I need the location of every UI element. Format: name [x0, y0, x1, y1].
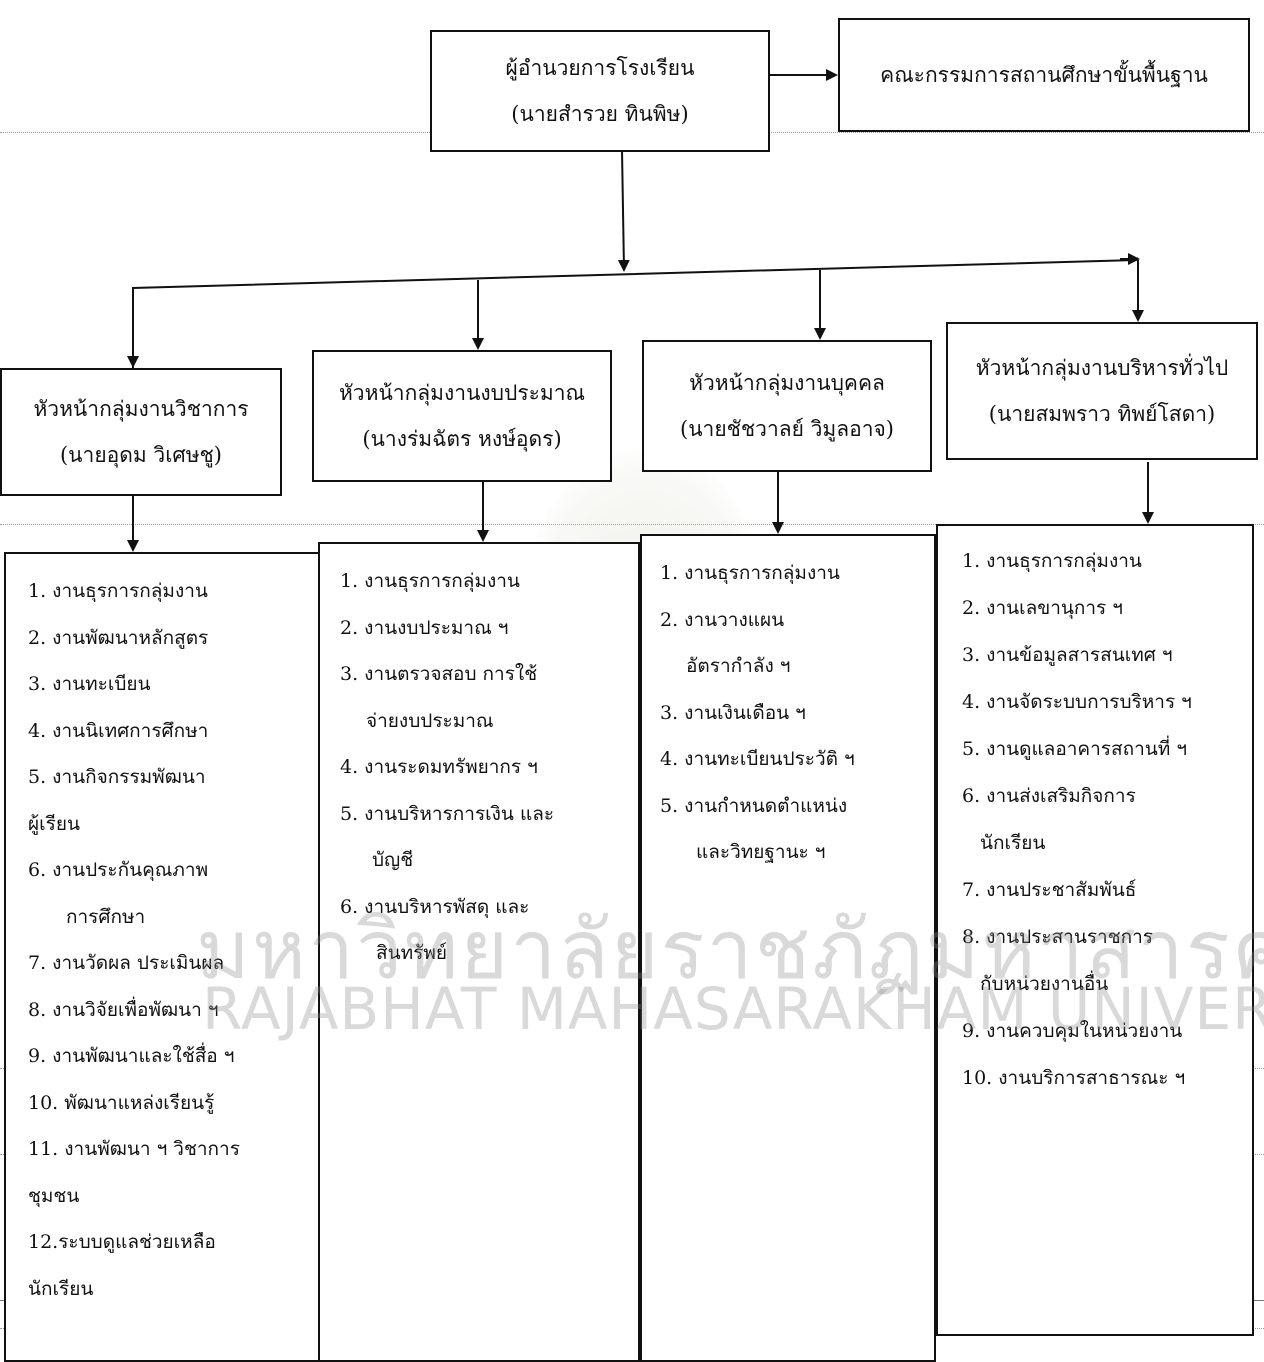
group-head-title: หัวหน้ากลุ่มงานบุคคล — [689, 371, 885, 395]
task-item: 1. งานธุรการกลุ่มงาน — [660, 562, 840, 584]
group-head-name: (นายชัชวาลย์ วิมูลอาจ) — [680, 417, 894, 441]
group-head-academic: หัวหน้ากลุ่มงานวิชาการ (นายอุดม วิเศษชู) — [0, 368, 282, 496]
group-head-personnel: หัวหน้ากลุ่มงานบุคคล (นายชัชวาลย์ วิมูลอ… — [642, 340, 932, 472]
group-head-title: หัวหน้ากลุ่มงานวิชาการ — [33, 397, 249, 421]
task-item: 3. งานข้อมูลสารสนเทศ ฯ — [962, 644, 1173, 666]
director-box: ผู้อำนวยการโรงเรียน (นายสำรวย ทินพิษ) — [430, 30, 770, 152]
task-item: 8. งานวิจัยเพื่อพัฒนา ฯ — [28, 998, 219, 1021]
task-item: 1. งานธุรการกลุ่มงาน — [962, 550, 1142, 572]
task-item: 6. งานบริหารพัสดุ และ — [340, 895, 530, 918]
group-head-budget: หัวหน้ากลุ่มงานงบประมาณ (นางร่มฉัตร หงษ์… — [312, 350, 612, 482]
task-item: 2. งานงบประมาณ ฯ — [340, 616, 509, 639]
task-item: 5. งานกิจกรรมพัฒนา — [28, 766, 206, 788]
task-item: 3. งานทะเบียน — [28, 673, 151, 695]
task-item: 5. งานดูแลอาคารสถานที่ ฯ — [962, 738, 1187, 760]
task-item: 9. งานควบคุมในหน่วยงาน — [962, 1020, 1183, 1042]
committee-box: คณะกรรมการสถานศึกษาขั้นพื้นฐาน — [838, 18, 1250, 132]
group-head-name: (นางร่มฉัตร หงษ์อุดร) — [362, 427, 562, 451]
task-item: 8. งานประสานราชการ — [962, 926, 1153, 948]
task-item: 9. งานพัฒนาและใช้สื่อ ฯ — [28, 1045, 235, 1067]
task-item: 6. งานประกันคุณภาพ — [28, 859, 209, 881]
group-head-name: (นายอุดม วิเศษชู) — [59, 443, 222, 467]
task-item: 5. งานบริหารการเงิน และ — [340, 802, 555, 825]
task-item: นักเรียน — [980, 832, 1046, 854]
task-item: และวิทยฐานะ ฯ — [696, 841, 826, 863]
committee-label: คณะกรรมการสถานศึกษาขั้นพื้นฐาน — [880, 63, 1208, 87]
task-item: 10. งานบริการสาธารณะ ฯ — [962, 1067, 1186, 1089]
task-item: บัญชี — [372, 849, 414, 871]
director-title: ผู้อำนวยการโรงเรียน — [505, 56, 695, 80]
task-item: 11. งานพัฒนา ฯ วิชาการ — [28, 1138, 240, 1160]
task-list-general — [936, 524, 1254, 1336]
task-item: 7. งานประชาสัมพันธ์ — [962, 879, 1137, 901]
task-item: 4. งานระดมทรัพยากร ฯ — [340, 756, 538, 778]
task-item: 3. งานตรวจสอบ การใช้ — [340, 663, 538, 685]
task-item: 2. งานเลขานุการ ฯ — [962, 597, 1123, 619]
task-list-academic — [4, 552, 324, 1362]
task-item: 4. งานทะเบียนประวัติ ฯ — [660, 748, 855, 770]
task-item: 7. งานวัดผล ประเมินผล — [28, 952, 225, 974]
task-item: นักเรียน — [28, 1277, 94, 1300]
task-item: ชุมชน — [28, 1184, 80, 1207]
task-item: 2. งานพัฒนาหลักสูตร — [28, 626, 209, 649]
task-item: 5. งานกำหนดตำแหน่ง — [660, 794, 848, 817]
group-head-name: (นายสมพราว ทิพย์โสดา) — [988, 402, 1216, 426]
task-item: 4. งานจัดระบบการบริหาร ฯ — [962, 691, 1192, 713]
group-head-title: หัวหน้ากลุ่มงานงบประมาณ — [338, 381, 586, 405]
arrow-director-down — [617, 149, 630, 272]
task-item: 1. งานธุรการกลุ่มงาน — [340, 570, 520, 592]
task-item: การศึกษา — [66, 905, 146, 928]
scan-line — [0, 524, 1264, 525]
task-item: 2. งานวางแผน — [660, 608, 785, 631]
task-item: 3. งานเงินเดือน ฯ — [660, 701, 806, 724]
task-item: 1. งานธุรการกลุ่มงาน — [28, 580, 208, 602]
task-item: กับหน่วยงานอื่น — [980, 973, 1109, 995]
group-head-title: หัวหน้ากลุ่มงานบริหารทั่วไป — [975, 356, 1229, 380]
group-head-general: หัวหน้ากลุ่มงานบริหารทั่วไป (นายสมพราว ท… — [946, 322, 1258, 460]
task-item: อัตรากำลัง ฯ — [686, 655, 791, 677]
task-list-personnel — [640, 534, 936, 1362]
task-item: จ่ายงบประมาณ — [366, 709, 494, 732]
task-item: สินทรัพย์ — [376, 942, 447, 964]
task-item: 12.ระบบดูแลช่วยเหลือ — [28, 1231, 216, 1253]
task-item: 6. งานส่งเสริมกิจการ — [962, 785, 1136, 807]
task-list-budget — [318, 542, 640, 1362]
task-item: ผู้เรียน — [28, 812, 80, 835]
director-name: (นายสำรวย ทินพิษ) — [511, 102, 689, 126]
task-item: 10. พัฒนาแหล่งเรียนรู้ — [28, 1091, 215, 1114]
task-item: 4. งานนิเทศการศึกษา — [28, 719, 209, 742]
